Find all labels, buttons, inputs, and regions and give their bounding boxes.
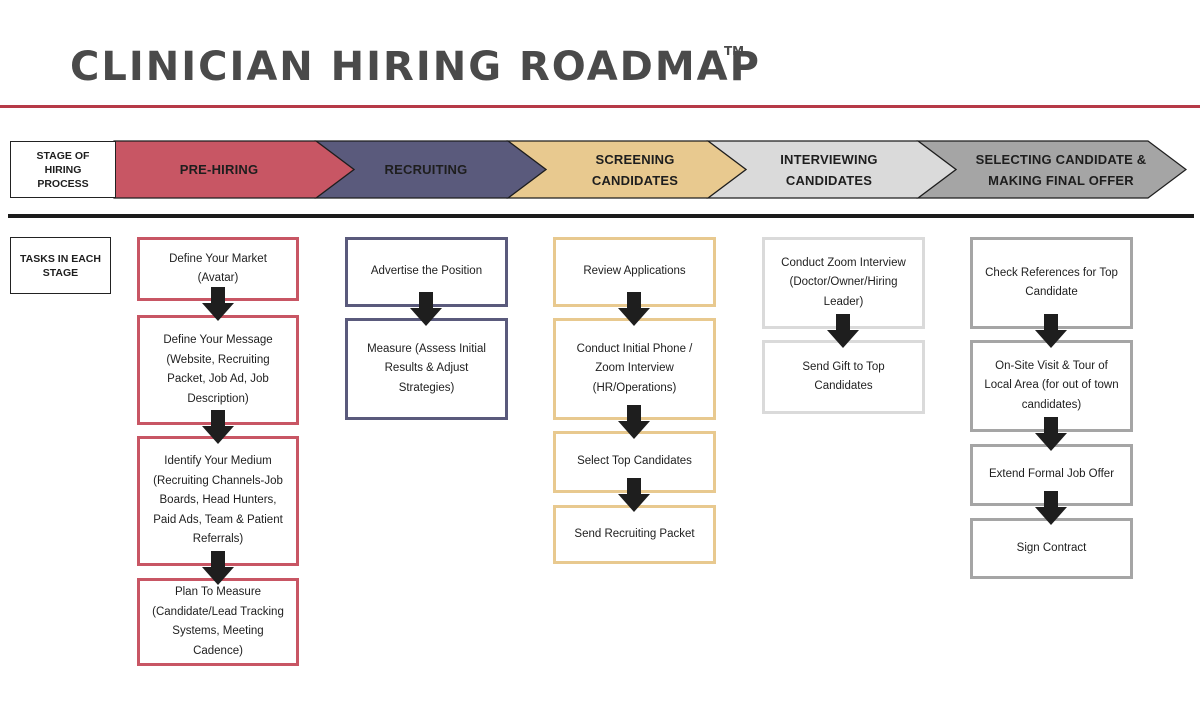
down-arrow-icon: [1035, 491, 1067, 525]
down-arrow-icon: [618, 292, 650, 326]
stage-label-interviewing: INTERVIEWING CANDIDATES: [780, 151, 878, 188]
task-box: Conduct Initial Phone / Zoom Interview (…: [553, 318, 716, 420]
task-box: Define Your Market (Avatar): [137, 237, 299, 301]
tasks-row-label: TASKS IN EACH STAGE: [10, 237, 111, 294]
down-arrow-icon: [202, 410, 234, 444]
task-box: Plan To Measure (Candidate/Lead Tracking…: [137, 578, 299, 666]
task-box: Measure (Assess Initial Results & Adjust…: [345, 318, 508, 420]
stage-label-pre-hiring: PRE-HIRING: [179, 162, 259, 177]
down-arrow-icon: [1035, 314, 1067, 348]
task-box: Send Recruiting Packet: [553, 505, 716, 564]
task-box: On-Site Visit & Tour of Local Area (for …: [970, 340, 1133, 432]
stage-label-screening: SCREENING CANDIDATES: [591, 151, 679, 188]
page-title: CLINICIAN HIRING ROADMAP: [70, 44, 761, 90]
section-divider: [8, 214, 1194, 218]
stage-row-label: STAGE OF HIRING PROCESS: [10, 141, 116, 198]
task-box: Sign Contract: [970, 518, 1133, 579]
down-arrow-icon: [202, 287, 234, 321]
trademark-mark: TM: [724, 44, 745, 58]
down-arrow-icon: [827, 314, 859, 348]
down-arrow-icon: [618, 405, 650, 439]
task-box: Identify Your Medium (Recruiting Channel…: [137, 436, 299, 566]
stage-label-recruiting: RECRUITING: [384, 162, 468, 177]
down-arrow-icon: [202, 551, 234, 585]
down-arrow-icon: [618, 478, 650, 512]
down-arrow-icon: [410, 292, 442, 326]
task-box: Select Top Candidates: [553, 431, 716, 493]
stage-label-selecting: SELECTING CANDIDATE & MAKING FINAL OFFER: [975, 151, 1147, 188]
title-divider: [0, 105, 1200, 108]
task-box: Send Gift to Top Candidates: [762, 340, 925, 414]
task-box: Define Your Message (Website, Recruiting…: [137, 315, 299, 425]
task-box: Check References for Top Candidate: [970, 237, 1133, 329]
down-arrow-icon: [1035, 417, 1067, 451]
